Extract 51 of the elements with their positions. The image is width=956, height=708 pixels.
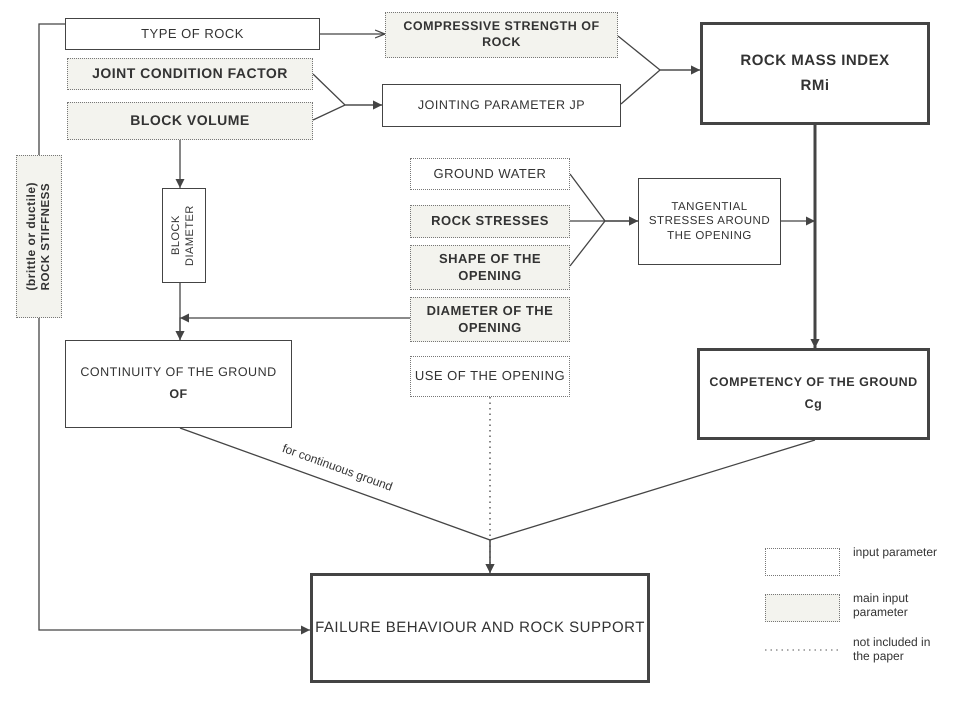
arrow: [38, 318, 310, 634]
process-box: [162, 188, 206, 283]
input-box: [410, 205, 570, 238]
result-box: [697, 348, 930, 440]
input-box: [16, 155, 62, 318]
arrow: [810, 125, 820, 348]
input-box: [385, 12, 618, 58]
result-box: [65, 340, 292, 428]
arrow: [312, 100, 382, 121]
node-sublabel: RMi: [800, 76, 830, 96]
input-box: [410, 245, 570, 290]
result-box: [310, 573, 650, 683]
node-label: JOINTING PARAMETER JP: [418, 98, 586, 114]
node-label: USE OF THE OPENING: [414, 368, 566, 385]
node-sublabel: Cg: [804, 397, 822, 413]
arrow: [620, 66, 700, 104]
node-label: JOINT CONDITION FACTOR: [92, 65, 288, 83]
arrow: [176, 140, 184, 188]
arrow: [176, 314, 410, 340]
legend-label: not included in the paper: [853, 636, 932, 664]
node-label: COMPRESSIVE STRENGTH OF ROCK: [402, 19, 601, 51]
input-box: [67, 102, 313, 140]
arrow: [486, 397, 494, 573]
input-box: [410, 356, 570, 397]
node-label: ROCK MASS INDEX: [740, 52, 890, 70]
node-label: DIAMETER OF THE OPENING: [426, 303, 554, 336]
arrow: [569, 216, 638, 266]
connector-line: [38, 23, 65, 155]
process-box: [65, 18, 320, 50]
process-box: [382, 84, 621, 127]
legend-label: main input parameter: [853, 592, 910, 620]
node-label: CONTINUITY OF THE GROUND: [80, 365, 277, 381]
arrow: [320, 29, 386, 39]
node-label: GROUND WATER: [434, 166, 546, 182]
input-box: [410, 158, 570, 190]
node-label: ROCK STIFFNESS: [39, 182, 54, 290]
node-label: COMPETENCY OF THE GROUND: [709, 375, 918, 391]
node-label: BLOCK VOLUME: [130, 112, 250, 130]
node-label: SHAPE OF THE OPENING: [438, 251, 542, 284]
input-box: [410, 297, 570, 342]
node-label: TYPE OF ROCK: [141, 26, 244, 42]
node-label: FAILURE BEHAVIOUR AND ROCK SUPPORT: [315, 618, 645, 638]
input-box: [67, 58, 313, 90]
result-box: [700, 22, 930, 125]
node-sublabel: (brittle or ductile): [24, 182, 40, 291]
node-sublabel: OF: [169, 387, 188, 403]
legend-label: input parameter: [853, 546, 938, 560]
node-label: BLOCK DIAMETER: [170, 204, 197, 268]
node-label: ROCK STRESSES: [431, 213, 549, 230]
node-label: TANGENTIAL STRESSES AROUND THE OPENING: [648, 200, 772, 244]
process-box: [638, 178, 781, 265]
